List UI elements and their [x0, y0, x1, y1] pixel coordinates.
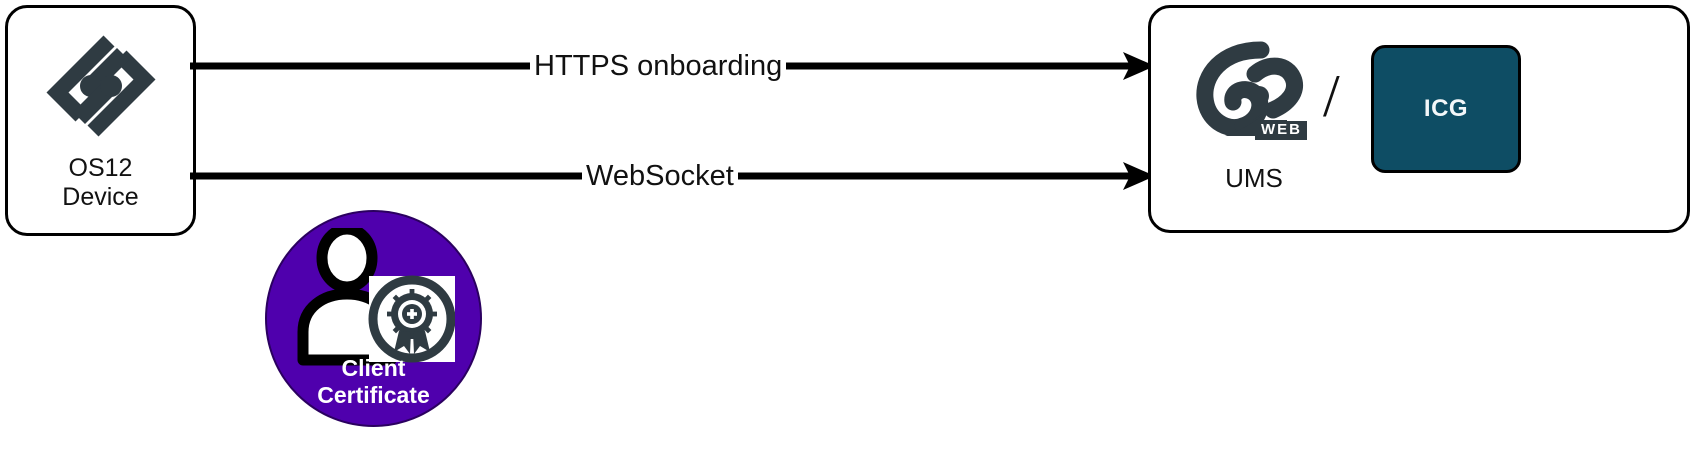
ums-label: UMS — [1225, 163, 1283, 193]
ums-web-badge: WEB — [1255, 121, 1307, 140]
os12-device-label: OS12 Device — [62, 154, 139, 211]
connector-label-https: HTTPS onboarding — [530, 48, 787, 84]
connector-websocket: WebSocket — [190, 156, 1155, 196]
client-certificate-badge[interactable]: Client Certificate — [265, 210, 482, 427]
separator-slash: / — [1323, 63, 1340, 129]
client-certificate-label: Client Certificate — [317, 355, 430, 408]
icg-node[interactable]: ICG — [1371, 45, 1521, 173]
client-certificate-icon-group — [295, 223, 456, 368]
icg-label: ICG — [1423, 95, 1469, 122]
ums-icg-node[interactable]: WEB UMS / ICG — [1148, 5, 1690, 233]
connector-label-websocket: WebSocket — [582, 158, 738, 194]
os12-brand-logo-icon — [41, 26, 161, 146]
connector-https-onboarding: HTTPS onboarding — [190, 46, 1155, 86]
os12-device-node[interactable]: OS12 Device — [5, 5, 196, 236]
